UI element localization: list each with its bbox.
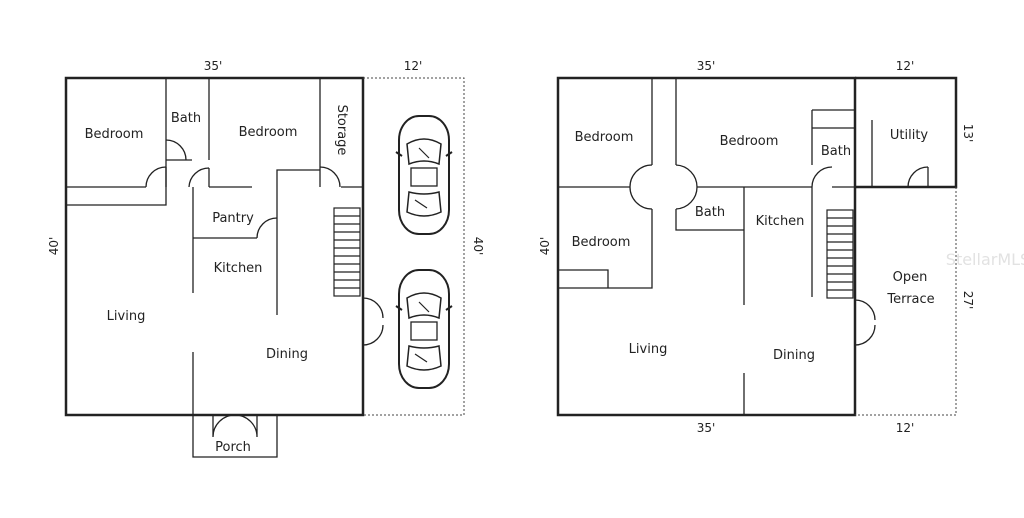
right-dim-left: 40' <box>538 237 552 256</box>
room-living: Living <box>629 342 668 357</box>
door-hall-right <box>675 164 698 210</box>
right-dim-top-side: 12' <box>896 59 915 73</box>
left-dim-left: 40' <box>47 237 61 256</box>
room-utility: Utility <box>890 128 929 143</box>
room-bath: Bath <box>695 205 725 220</box>
right-dim-bottom-main: 35' <box>697 421 716 435</box>
right-dim-right-bottom: 27' <box>961 291 975 310</box>
room-bedroom: Bedroom <box>572 235 631 250</box>
room-open-terrace-line1: Open <box>893 270 928 285</box>
door-bath <box>165 139 187 161</box>
room-bedroom: Bedroom <box>575 130 634 145</box>
garage-outline <box>363 77 465 416</box>
door-storage <box>319 166 341 188</box>
room-pantry: Pantry <box>212 211 254 226</box>
terrace-outline <box>855 187 957 416</box>
plan-left: 35' 12' 40' 40' Bedroom Bath Bedroom Sto… <box>47 59 485 458</box>
door-garage <box>362 297 384 346</box>
door-bed1 <box>145 166 167 188</box>
plan-right: 35' 12' 40' 13' 27' 35' 12' Bedroom Bedr… <box>538 59 975 435</box>
room-bedroom: Bedroom <box>239 125 298 140</box>
room-kitchen: Kitchen <box>756 214 805 229</box>
wall-bed1-right <box>66 78 167 206</box>
car-icon <box>395 115 453 235</box>
room-living: Living <box>107 309 146 324</box>
stairs-right <box>826 209 854 299</box>
room-porch: Porch <box>215 440 251 455</box>
stairs-left <box>333 207 361 297</box>
door-pantry <box>256 217 278 239</box>
right-dim-bottom-side: 12' <box>896 421 915 435</box>
room-dining: Dining <box>266 347 308 362</box>
door-porch <box>212 414 258 438</box>
door-bath-upper <box>811 166 833 188</box>
car-icon <box>395 269 453 389</box>
room-bedroom: Bedroom <box>720 134 779 149</box>
left-outer-wall <box>64 76 365 417</box>
wall-bed3-closet <box>558 269 609 288</box>
wall-upper-bottom <box>209 169 363 188</box>
room-kitchen: Kitchen <box>214 261 263 276</box>
left-dim-top-main: 35' <box>204 59 223 73</box>
left-dim-top-garage: 12' <box>404 59 423 73</box>
wall-bath-upper <box>811 109 855 165</box>
left-dim-right: 40' <box>471 237 485 256</box>
room-dining: Dining <box>773 348 815 363</box>
room-storage: Storage <box>334 105 349 156</box>
right-dim-top-main: 35' <box>697 59 716 73</box>
room-bath: Bath <box>171 111 201 126</box>
room-bath: Bath <box>821 144 851 159</box>
watermark: StellarMLS <box>946 250 1024 269</box>
door-terrace <box>854 299 876 346</box>
porch-outline <box>192 415 278 458</box>
wall-hall <box>651 78 677 165</box>
wall-bath-lower <box>675 209 744 231</box>
room-open-terrace-line2: Terrace <box>886 292 934 307</box>
room-bedroom: Bedroom <box>85 127 144 142</box>
right-outer-wall <box>556 76 857 417</box>
utility-outline <box>855 76 958 189</box>
door-bed2 <box>188 167 210 188</box>
door-utility <box>907 166 929 188</box>
door-hall-left <box>629 164 653 210</box>
wall-bed3-right <box>558 209 653 289</box>
right-dim-right-top: 13' <box>961 124 975 143</box>
